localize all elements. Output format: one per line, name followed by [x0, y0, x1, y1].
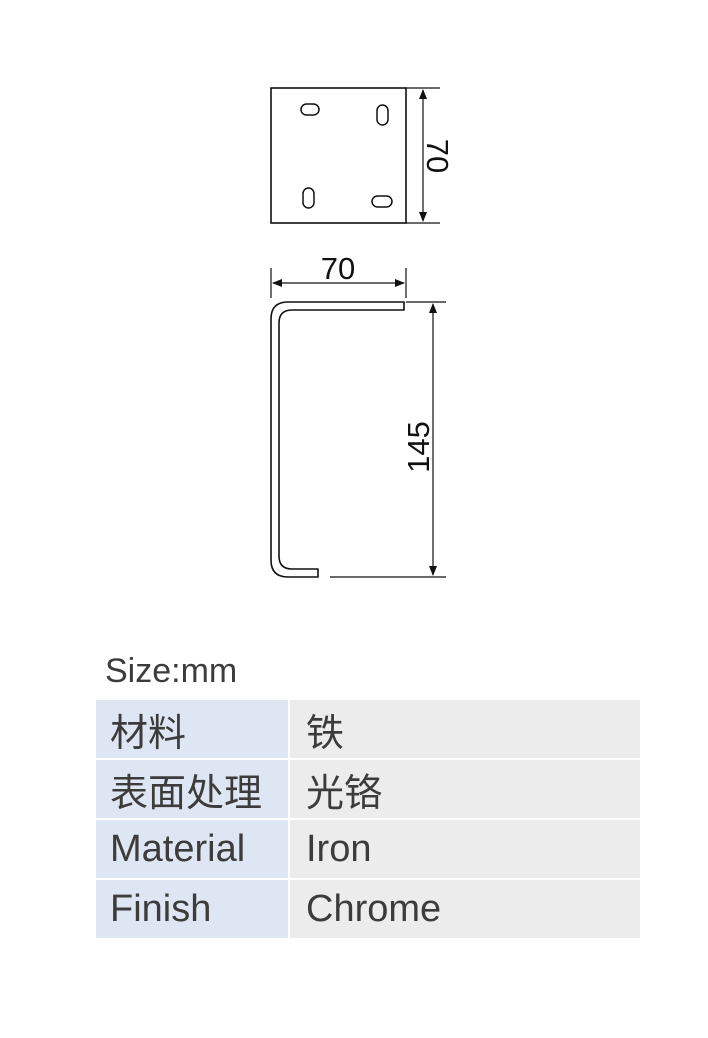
top-view-height-dimension: 70	[406, 87, 455, 224]
top-view-plate	[270, 87, 407, 224]
technical-drawing: 70 70 145	[270, 87, 455, 578]
side-view-width-label: 70	[321, 251, 355, 286]
spec-key: 表面处理	[96, 758, 290, 818]
table-row: Material Iron	[96, 818, 640, 878]
top-view-dimension-label: 70	[420, 139, 455, 173]
plate-outline	[270, 87, 407, 224]
table-row: Finish Chrome	[96, 878, 640, 938]
slot-bottom-right	[371, 195, 393, 208]
size-unit-label: Size:mm	[105, 652, 238, 690]
table-row: 表面处理 光铬	[96, 758, 640, 818]
spec-value: 光铬	[290, 758, 640, 818]
slot-top-right	[376, 104, 389, 126]
slot-top-left	[300, 103, 320, 116]
spec-value: Chrome	[290, 878, 640, 938]
slot-bottom-left	[302, 187, 315, 209]
side-view-height-label: 145	[401, 421, 436, 473]
spec-table: 材料 铁 表面处理 光铬 Material Iron Finish Chrome	[96, 700, 640, 938]
spec-key: Finish	[96, 878, 290, 938]
side-view-height-dimension: 145	[330, 301, 446, 578]
side-view-width-dimension: 70	[270, 251, 407, 298]
spec-value: Iron	[290, 818, 640, 878]
spec-key: 材料	[96, 700, 290, 758]
spec-key: Material	[96, 818, 290, 878]
spec-value: 铁	[290, 700, 640, 758]
table-row: 材料 铁	[96, 700, 640, 758]
bracket-profile	[270, 301, 405, 578]
